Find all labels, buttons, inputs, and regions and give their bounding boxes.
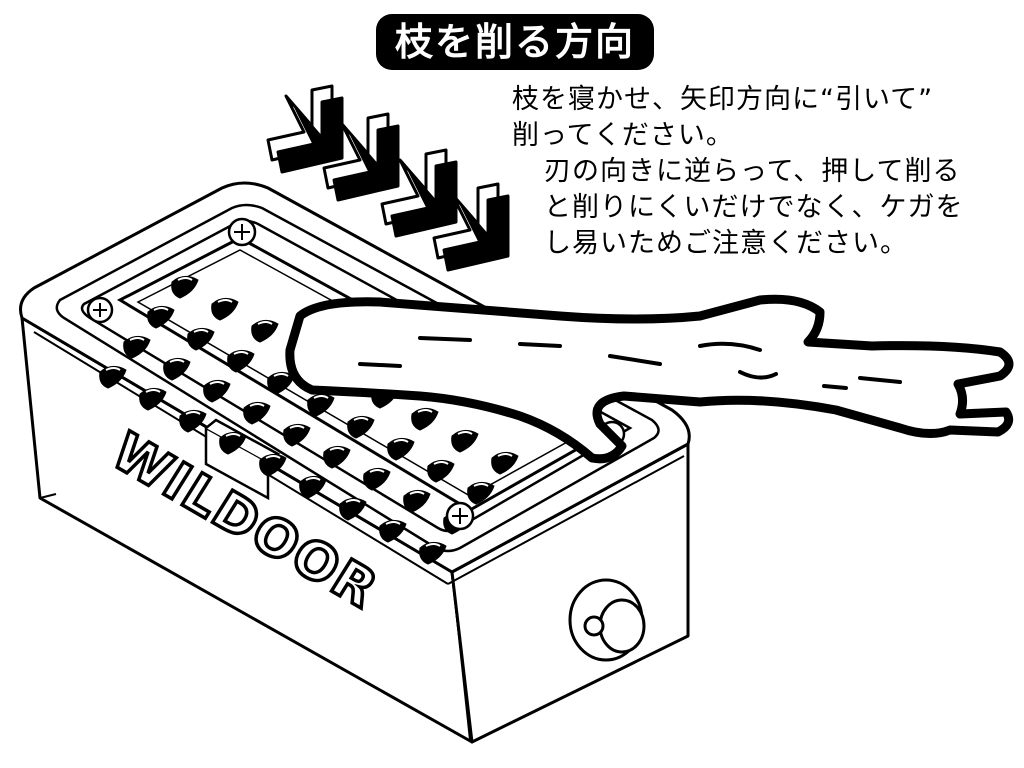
blade-tooth xyxy=(123,336,151,359)
heading-badge: 枝を削る方向 xyxy=(376,14,654,70)
blade-tooth xyxy=(267,372,295,395)
blade-tooth xyxy=(227,350,255,373)
blade-tooth-edge xyxy=(177,277,193,281)
direction-arrow-icon xyxy=(432,182,510,272)
rim-outer xyxy=(55,203,660,553)
blade-tooth-edge xyxy=(193,329,209,333)
branch xyxy=(285,294,1014,464)
blade-tooth-edge xyxy=(329,447,345,451)
blade-tooth-edge xyxy=(169,359,185,363)
blade-tooth-edge xyxy=(425,543,441,547)
direction-arrow-icon xyxy=(322,112,400,202)
direction-arrow-icon xyxy=(380,148,458,238)
blade-tooth xyxy=(427,460,455,483)
instruction-line: し易いためご注意ください。 xyxy=(544,228,908,259)
instructions-text: 枝を寝かせ、矢印方向に“引いて” 削ってください。 刃の向きに逆らって、押して削… xyxy=(512,82,1012,262)
blade-tooth-edge xyxy=(409,491,425,495)
blade-tooth xyxy=(259,454,287,477)
blade-tooth-edge xyxy=(217,299,233,303)
blade-tooth xyxy=(299,476,327,499)
blade-tooth-edge xyxy=(353,417,369,421)
blade-tooth-edge xyxy=(225,433,241,437)
blade-tooth xyxy=(283,424,311,447)
blade-tooth-edge xyxy=(289,425,305,429)
blade-tooth xyxy=(451,430,479,453)
blade-tooth-edge xyxy=(417,409,433,413)
blade-tooth xyxy=(211,298,239,321)
blade-tooth xyxy=(99,366,127,389)
direction-arrows xyxy=(266,84,510,272)
instruction-line: 枝を寝かせ、矢印方向に“引いて” xyxy=(512,84,934,115)
blade-tooth-edge xyxy=(105,367,121,371)
blade-tooth-edge xyxy=(129,337,145,341)
blade-tooth xyxy=(187,328,215,351)
blade-tooth-edge xyxy=(385,521,401,525)
blade-teeth xyxy=(99,276,519,565)
blade-tooth xyxy=(147,306,175,329)
blade-tooth xyxy=(339,498,367,521)
blade-tooth xyxy=(467,482,495,505)
blade-tooth xyxy=(179,410,207,433)
instruction-line: 削ってください。 xyxy=(512,120,734,151)
blade-tooth-edge xyxy=(393,439,409,443)
blade-tooth xyxy=(403,490,431,513)
blade-tooth xyxy=(411,408,439,431)
blade-tooth xyxy=(491,452,519,475)
blade-tooth xyxy=(219,432,247,455)
blade-tooth-edge xyxy=(209,381,225,385)
blade-tooth-edge xyxy=(265,455,281,459)
blade-tooth-edge xyxy=(249,403,265,407)
round-hole-icon xyxy=(568,578,646,662)
blade-tooth xyxy=(243,402,271,425)
blade-tooth-edge xyxy=(153,307,169,311)
blade-tooth-edge xyxy=(313,395,329,399)
blade-tooth-edge xyxy=(433,461,449,465)
direction-arrow-icon xyxy=(266,84,344,174)
blade-tooth-edge xyxy=(305,477,321,481)
blade-tooth xyxy=(387,438,415,461)
blade-tooth xyxy=(323,446,351,469)
blade-tooth xyxy=(363,468,391,491)
blade-tooth-edge xyxy=(273,373,289,377)
blade-tooth-edge xyxy=(457,431,473,435)
blade-tooth-edge xyxy=(345,499,361,503)
blade-tooth xyxy=(419,542,447,565)
blade-tooth xyxy=(203,380,231,403)
blade-tooth xyxy=(171,276,199,299)
instruction-line: 刃の向きに逆らって、押して削る xyxy=(544,156,961,187)
blade-tooth-edge xyxy=(185,411,201,415)
blade-tooth xyxy=(139,388,167,411)
blade-tooth xyxy=(163,358,191,381)
blade-tooth-edge xyxy=(497,453,513,457)
blade-tooth xyxy=(251,320,279,343)
blade-tooth-edge xyxy=(369,469,385,473)
blade-tooth-edge xyxy=(473,483,489,487)
blade-tooth-edge xyxy=(145,389,161,393)
blade-tooth-edge xyxy=(233,351,249,355)
instruction-line: と削りにくいだけでなく、ケガを xyxy=(544,192,964,223)
blade-tooth xyxy=(347,416,375,439)
blade-tooth-edge xyxy=(257,321,273,325)
blade-tooth xyxy=(379,520,407,543)
